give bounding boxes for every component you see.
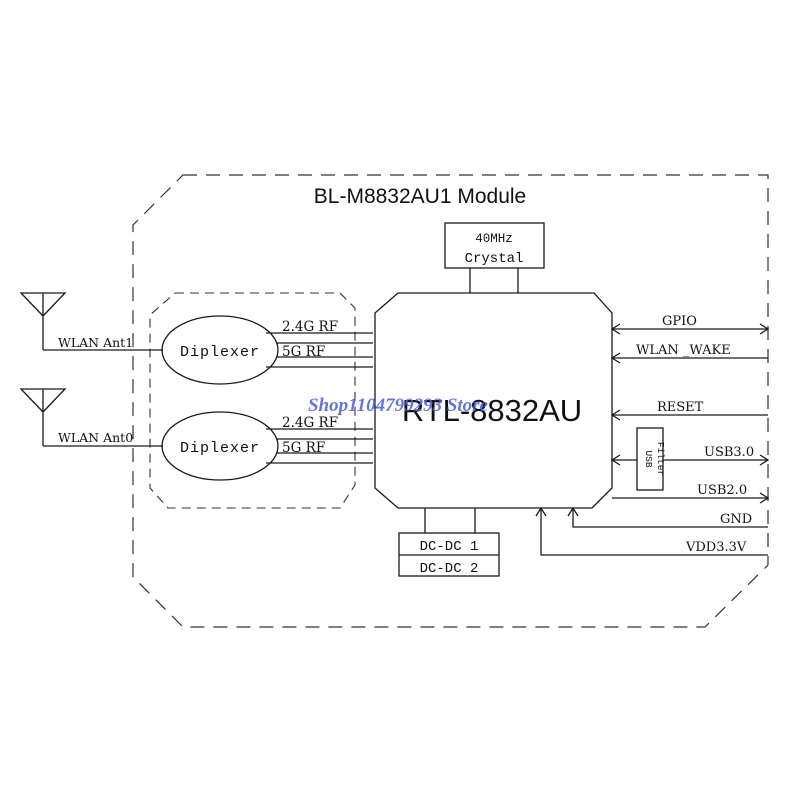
vdd-label: VDD3.3V <box>685 540 747 555</box>
antenna-label-ant1: WLAN Ant1 <box>58 335 133 350</box>
diplexer-1 <box>161 315 279 385</box>
reset-label: RESET <box>657 400 704 415</box>
watermark-text: Shop1104799293 Store <box>308 395 489 416</box>
usb3-label: USB3.0 <box>704 445 754 460</box>
dcdc-2-label: DC-DC 2 <box>420 561 479 577</box>
signal-wlan-wake: WLAN _WAKE <box>610 343 768 364</box>
module-boundary <box>132 174 769 628</box>
module-title: BL-M8832AU1 Module <box>314 185 526 208</box>
signal-gpio: GPIO <box>610 314 770 335</box>
diplexer-0 <box>161 411 279 481</box>
rf-frontend-boundary <box>149 292 356 509</box>
usb-filter-label-2: Filter <box>655 442 666 476</box>
rf-24-label-1: 2.4G RF <box>282 319 338 335</box>
usb-filter-box <box>636 427 664 491</box>
antenna-label-ant0: WLAN Ant0 <box>58 430 133 445</box>
usb2-label: USB2.0 <box>697 483 747 498</box>
usb-filter-label-1: USB <box>643 450 654 467</box>
crystal-box <box>444 222 545 269</box>
signal-vdd: VDD3.3V <box>535 506 768 556</box>
dcdc-1-label: DC-DC 1 <box>420 539 479 555</box>
signal-reset: RESET <box>610 400 768 421</box>
gnd-label: GND <box>720 512 752 527</box>
crystal-freq: 40MHz <box>475 232 513 246</box>
signal-gnd: GND <box>567 506 768 528</box>
signal-usb2: USB2.0 <box>612 483 770 504</box>
diplexer-1-label: Diplexer <box>180 344 260 361</box>
crystal-label: Crystal <box>465 251 524 267</box>
rf-24-label-0: 2.4G RF <box>282 415 338 431</box>
diplexer-0-label: Diplexer <box>180 440 260 457</box>
chip-label: RTL-8832AU <box>402 393 582 428</box>
rf-5-label-0: 5G RF <box>282 440 325 456</box>
antenna-icon <box>19 388 67 446</box>
signal-usb3: USB3.0 <box>610 445 770 466</box>
rtl-chip <box>374 292 613 509</box>
antenna-icon <box>19 292 67 350</box>
wlan-wake-label: WLAN _WAKE <box>636 343 731 358</box>
gpio-label: GPIO <box>662 314 697 329</box>
rf-5-label-1: 5G RF <box>282 344 325 360</box>
